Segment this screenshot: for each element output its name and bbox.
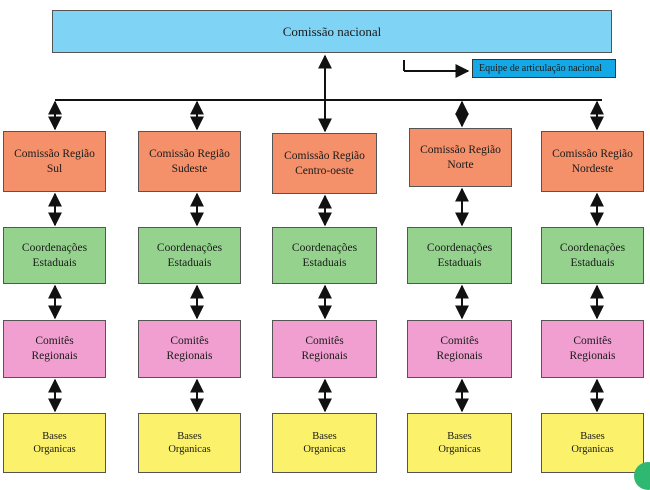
comites-box-sul: Comitês Regionais (3, 320, 106, 378)
bases-label: Bases Organicas (33, 431, 76, 455)
comites-box-norte: Comitês Regionais (407, 320, 512, 378)
corner-decoration (634, 462, 650, 490)
comites-label: Comitês Regionais (301, 335, 348, 362)
regiao-box-centro-oeste: Comissão Região Centro-oeste (272, 133, 377, 194)
bases-box-norte: Bases Organicas (407, 413, 512, 473)
comites-box-sudeste: Comitês Regionais (138, 320, 241, 378)
regiao-box-nordeste: Comissão Região Nordeste (541, 131, 644, 192)
coordenacoes-box-centro-oeste: Coordenações Estaduais (272, 227, 377, 284)
coordenacoes-label: Coordenações Estaduais (156, 241, 223, 269)
comites-label: Comitês Regionais (436, 335, 483, 362)
comissao-nacional-label: Comissão nacional (282, 23, 382, 39)
bases-box-sudeste: Bases Organicas (138, 413, 241, 473)
regiao-box-norte: Comissão Região Norte (409, 128, 512, 187)
comites-label: Comitês Regionais (166, 335, 213, 362)
bases-label: Bases Organicas (168, 431, 211, 455)
org-chart: Comissão nacional Equipe de articulação … (3, 10, 650, 490)
bases-box-sul: Bases Organicas (3, 413, 106, 473)
comites-box-centro-oeste: Comitês Regionais (272, 320, 377, 378)
coordenacoes-label: Coordenações Estaduais (559, 241, 626, 269)
regiao-box-sudeste: Comissão Região Sudeste (138, 131, 241, 192)
bases-box-nordeste: Bases Organicas (541, 413, 644, 473)
regiao-label: Comissão Região Centro-oeste (284, 149, 365, 177)
equipe-articulacao-box: Equipe de articulação nacional (472, 59, 616, 78)
coordenacoes-label: Coordenações Estaduais (21, 241, 88, 269)
coordenacoes-box-norte: Coordenações Estaduais (407, 227, 512, 284)
regiao-label: Comissão Região Sul (14, 147, 95, 175)
comites-label: Comitês Regionais (31, 335, 78, 362)
comites-label: Comitês Regionais (569, 335, 616, 362)
connector-layer (48, 54, 604, 413)
coordenacoes-label: Coordenações Estaduais (291, 241, 358, 269)
comissao-nacional-box: Comissão nacional (52, 10, 612, 53)
coordenacoes-box-sudeste: Coordenações Estaduais (138, 227, 241, 284)
bases-label: Bases Organicas (571, 431, 614, 455)
regiao-label: Comissão Região Nordeste (552, 147, 633, 175)
regiao-label: Comissão Região Sudeste (149, 147, 230, 175)
bases-box-centro-oeste: Bases Organicas (272, 413, 377, 473)
bases-label: Bases Organicas (303, 431, 346, 455)
coordenacoes-label: Coordenações Estaduais (426, 241, 493, 269)
equipe-articulacao-label: Equipe de articulação nacional (479, 63, 602, 74)
comites-box-nordeste: Comitês Regionais (541, 320, 644, 378)
coordenacoes-box-nordeste: Coordenações Estaduais (541, 227, 644, 284)
regiao-box-sul: Comissão Região Sul (3, 131, 106, 192)
regiao-label: Comissão Região Norte (420, 143, 501, 171)
bases-label: Bases Organicas (438, 431, 481, 455)
coordenacoes-box-sul: Coordenações Estaduais (3, 227, 106, 284)
